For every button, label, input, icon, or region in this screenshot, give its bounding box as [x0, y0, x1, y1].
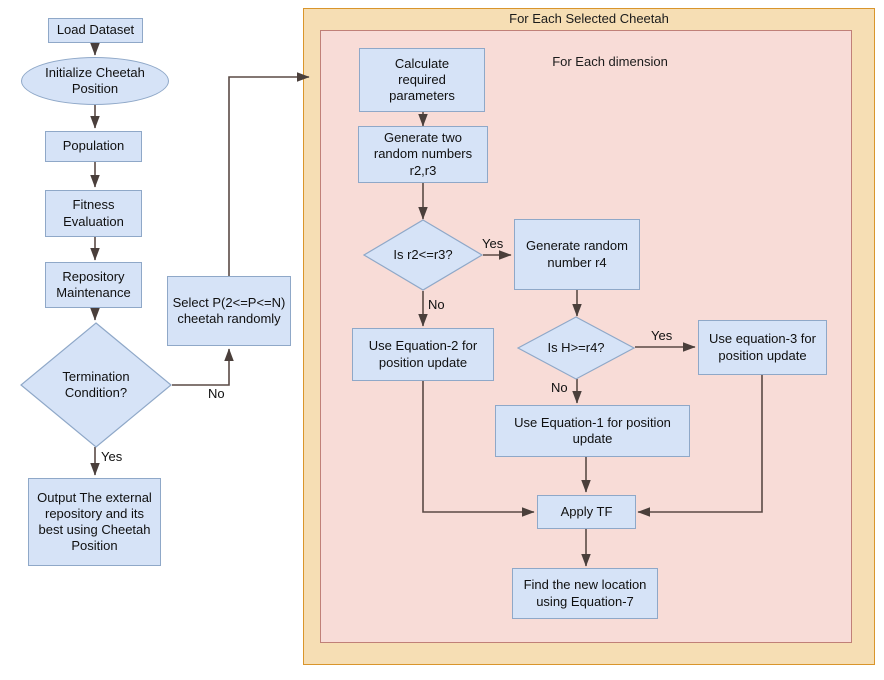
node-use-equation-1[interactable]: Use Equation-1 for position update	[495, 405, 690, 457]
diamond-shape-is-h-ge-r4	[517, 316, 635, 380]
diamond-shape-termination	[20, 322, 172, 448]
edge-label-h-r4-no: No	[551, 380, 568, 395]
node-use-equation-2[interactable]: Use Equation-2 for position update	[352, 328, 494, 381]
node-load-dataset[interactable]: Load Dataset	[48, 18, 143, 43]
node-calculate-parameters[interactable]: Calculate required parameters	[359, 48, 485, 112]
edge-label-r2r3-no: No	[428, 297, 445, 312]
edge-label-termination-no: No	[208, 386, 225, 401]
diamond-shape-is-r2-le-r3	[363, 219, 483, 291]
edge-label-r2r3-yes: Yes	[482, 236, 504, 251]
node-generate-r4-label: Generate random number r4	[526, 238, 628, 270]
node-fitness-evaluation-label: Fitness Evaluation	[63, 197, 124, 229]
node-initialize-cheetah-position-label: Initialize Cheetah Position	[45, 64, 145, 96]
node-is-h-ge-r4[interactable]: Is H>=r4?	[517, 316, 635, 380]
node-select-cheetah[interactable]: Select P(2<=P<=N) cheetah randomly	[167, 276, 291, 346]
node-is-r2-le-r3[interactable]: Is r2<=r3?	[363, 219, 483, 291]
node-termination-condition-label: Termination Condition?	[62, 368, 130, 400]
node-select-cheetah-label: Select P(2<=P<=N) cheetah randomly	[172, 294, 286, 326]
node-is-r2-le-r3-label: Is r2<=r3?	[393, 246, 453, 262]
node-initialize-cheetah-position[interactable]: Initialize Cheetah Position	[21, 57, 169, 105]
edge-label-h-r4-yes: Yes	[651, 328, 673, 343]
node-use-equation-3-label: Use equation-3 for position update	[709, 331, 816, 363]
node-calculate-parameters-label: Calculate required parameters	[389, 55, 455, 104]
node-generate-r4[interactable]: Generate random number r4	[514, 219, 640, 290]
node-population-label: Population	[62, 138, 125, 154]
node-find-new-location[interactable]: Find the new location using Equation-7	[512, 568, 658, 619]
node-population[interactable]: Population	[45, 131, 142, 162]
outer-loop-title: For Each Selected Cheetah	[509, 11, 669, 26]
node-load-dataset-label: Load Dataset	[56, 22, 135, 38]
node-apply-tf-label: Apply TF	[560, 503, 613, 519]
node-use-equation-3[interactable]: Use equation-3 for position update	[698, 320, 827, 375]
node-use-equation-1-label: Use Equation-1 for position update	[514, 414, 671, 446]
node-is-h-ge-r4-label: Is H>=r4?	[547, 339, 605, 355]
edge-label-termination-yes: Yes	[101, 449, 123, 464]
node-output-repository[interactable]: Output The external repository and its b…	[28, 478, 161, 566]
node-apply-tf[interactable]: Apply TF	[537, 495, 636, 529]
node-use-equation-2-label: Use Equation-2 for position update	[368, 338, 478, 370]
node-termination-condition[interactable]: Termination Condition?	[20, 322, 172, 448]
node-generate-r2-r3-label: Generate two random numbers r2,r3	[373, 130, 473, 178]
inner-loop-title: For Each dimension	[552, 54, 668, 69]
node-repository-maintenance[interactable]: Repository Maintenance	[45, 262, 142, 308]
node-repository-maintenance-label: Repository Maintenance	[56, 268, 131, 300]
node-generate-r2-r3[interactable]: Generate two random numbers r2,r3	[358, 126, 488, 183]
node-output-repository-label: Output The external repository and its b…	[37, 489, 152, 554]
node-find-new-location-label: Find the new location using Equation-7	[523, 577, 647, 609]
node-fitness-evaluation[interactable]: Fitness Evaluation	[45, 190, 142, 237]
